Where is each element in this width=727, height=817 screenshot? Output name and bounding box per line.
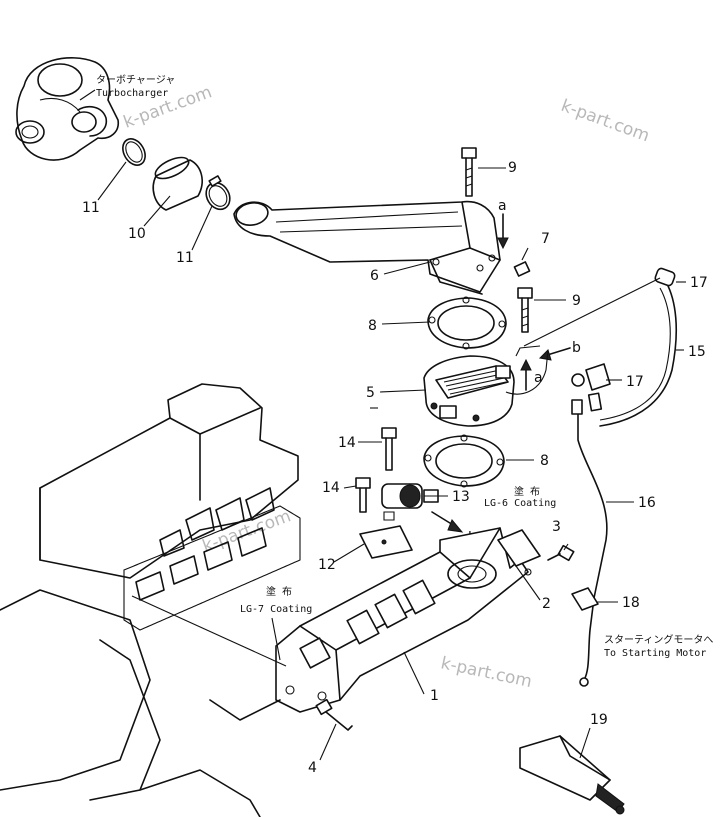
starter-label-jp: スターティングモータへ (604, 633, 713, 646)
lg6-label-en: LG-6 Coating (484, 498, 556, 509)
callout-13: 13 (452, 489, 470, 505)
callout-7: 7 (541, 231, 550, 247)
heater-relay (381, 483, 439, 521)
callout-16: 16 (638, 495, 656, 511)
relay-bracket (359, 525, 413, 559)
cable-clip (571, 587, 599, 611)
bolt-lower (517, 287, 533, 333)
callout-12: 12 (318, 557, 336, 573)
callout-17-lower: 17 (626, 374, 644, 390)
turbocharger (15, 57, 120, 161)
intake-manifold (275, 527, 529, 713)
terminal-cover (571, 363, 611, 391)
watermark-top-right: k-part.com (558, 96, 652, 146)
callout-19: 19 (590, 712, 608, 728)
gasket-upper (427, 296, 507, 350)
callout-17-upper: 17 (690, 275, 708, 291)
lg6-label-jp: 塗 布 (514, 485, 540, 498)
watermark-bottom: k-part.com (439, 653, 534, 692)
wrench-tool (519, 735, 625, 815)
turbocharger-label-en: Turbocharger (96, 88, 168, 99)
gasket-lower (423, 434, 505, 488)
ref-a-heater: a (534, 370, 543, 386)
hose-clamp-lower (205, 175, 231, 211)
callout-14-lower: 14 (322, 480, 340, 496)
callout-5: 5 (366, 385, 375, 401)
bolt-4 (315, 698, 353, 731)
callout-10: 10 (128, 226, 146, 242)
turbocharger-label-jp: ターボチャージャ (96, 74, 175, 86)
bolt-14-upper (381, 427, 397, 471)
callout-18: 18 (622, 595, 640, 611)
hose-clamp-upper (122, 138, 146, 166)
callout-3: 3 (552, 519, 561, 535)
bolt-upper (461, 147, 477, 197)
callout-15: 15 (688, 344, 706, 360)
callout-2: 2 (542, 596, 551, 612)
callout-4: 4 (308, 760, 317, 776)
callout-8-lower: 8 (540, 453, 549, 469)
bolt-14-lower (355, 477, 371, 513)
cover-plate (497, 529, 541, 567)
callout-11-lower: 11 (176, 250, 194, 266)
plug (513, 261, 531, 277)
lg7-label-en: LG-7 Coating (240, 604, 312, 615)
callout-9-upper: 9 (508, 160, 517, 176)
air-heater (423, 355, 515, 427)
ref-b-heater: b (572, 340, 581, 356)
callout-11-upper: 11 (82, 200, 100, 216)
starter-cable (571, 399, 608, 687)
ref-a-top: a (498, 198, 507, 214)
bolt-3 (547, 544, 575, 562)
air-connector (233, 200, 501, 295)
callout-6: 6 (370, 268, 379, 284)
callout-14-upper: 14 (338, 435, 356, 451)
rubber-hose (152, 156, 203, 211)
starter-label-en: To Starting Motor (604, 648, 706, 659)
engine-block (0, 383, 301, 817)
callout-1: 1 (430, 688, 439, 704)
callout-9-lower: 9 (572, 293, 581, 309)
callout-leaders (97, 161, 686, 761)
lg7-label-jp: 塗 布 (266, 585, 292, 598)
callout-8-upper: 8 (368, 318, 377, 334)
heater-cable (587, 267, 678, 427)
watermark-mid: k-part.com (200, 506, 294, 556)
